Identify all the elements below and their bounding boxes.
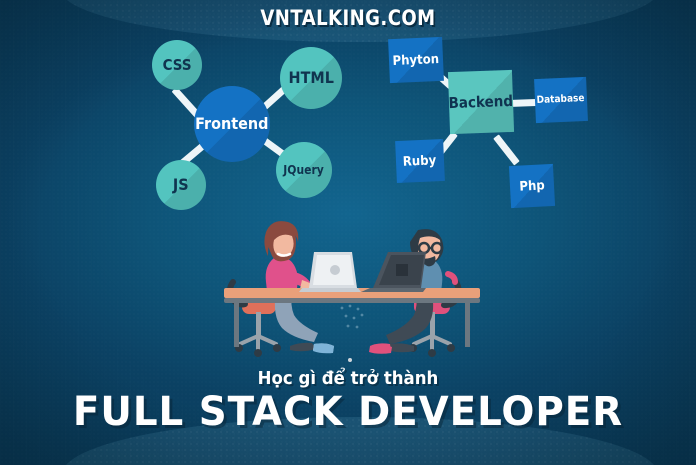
desk-dot [348, 358, 352, 362]
node-database[interactable]: Database [534, 76, 588, 124]
node-label: CSS [162, 55, 192, 74]
node-label: Php [518, 177, 546, 195]
node-php[interactable]: Php [508, 163, 556, 209]
brand-title: VNTALKING.COM [260, 6, 436, 30]
node-label: Phyton [392, 51, 440, 69]
node-ruby[interactable]: Ruby [395, 138, 445, 184]
connector-backend-php [493, 134, 520, 166]
node-label: Backend [448, 91, 514, 112]
shoe-left [313, 343, 334, 354]
node-backend[interactable]: Backend [447, 69, 515, 135]
subtitle-text: Học gì để trở thành [257, 368, 439, 389]
floor-dot-texture [340, 304, 364, 329]
page-title: FULL STACK DEVELOPER [72, 389, 624, 435]
node-frontend[interactable]: Frontend [194, 86, 270, 162]
node-label: Frontend [195, 114, 269, 133]
node-label: JS [173, 175, 189, 194]
developers-illustration [224, 221, 480, 362]
node-js[interactable]: JS [156, 160, 206, 210]
node-label: HTML [288, 68, 334, 87]
desk [224, 288, 480, 347]
node-css[interactable]: CSS [152, 40, 202, 90]
shoe-right [369, 344, 392, 354]
node-jquery[interactable]: JQuery [276, 142, 332, 198]
node-label: Ruby [403, 152, 437, 170]
node-html[interactable]: HTML [280, 47, 342, 109]
laptop-left-icon [299, 252, 361, 292]
laptop-right-icon [361, 252, 426, 292]
node-label: JQuery [283, 163, 325, 177]
node-phyton[interactable]: Phyton [388, 36, 444, 84]
node-label: Database [536, 92, 586, 107]
